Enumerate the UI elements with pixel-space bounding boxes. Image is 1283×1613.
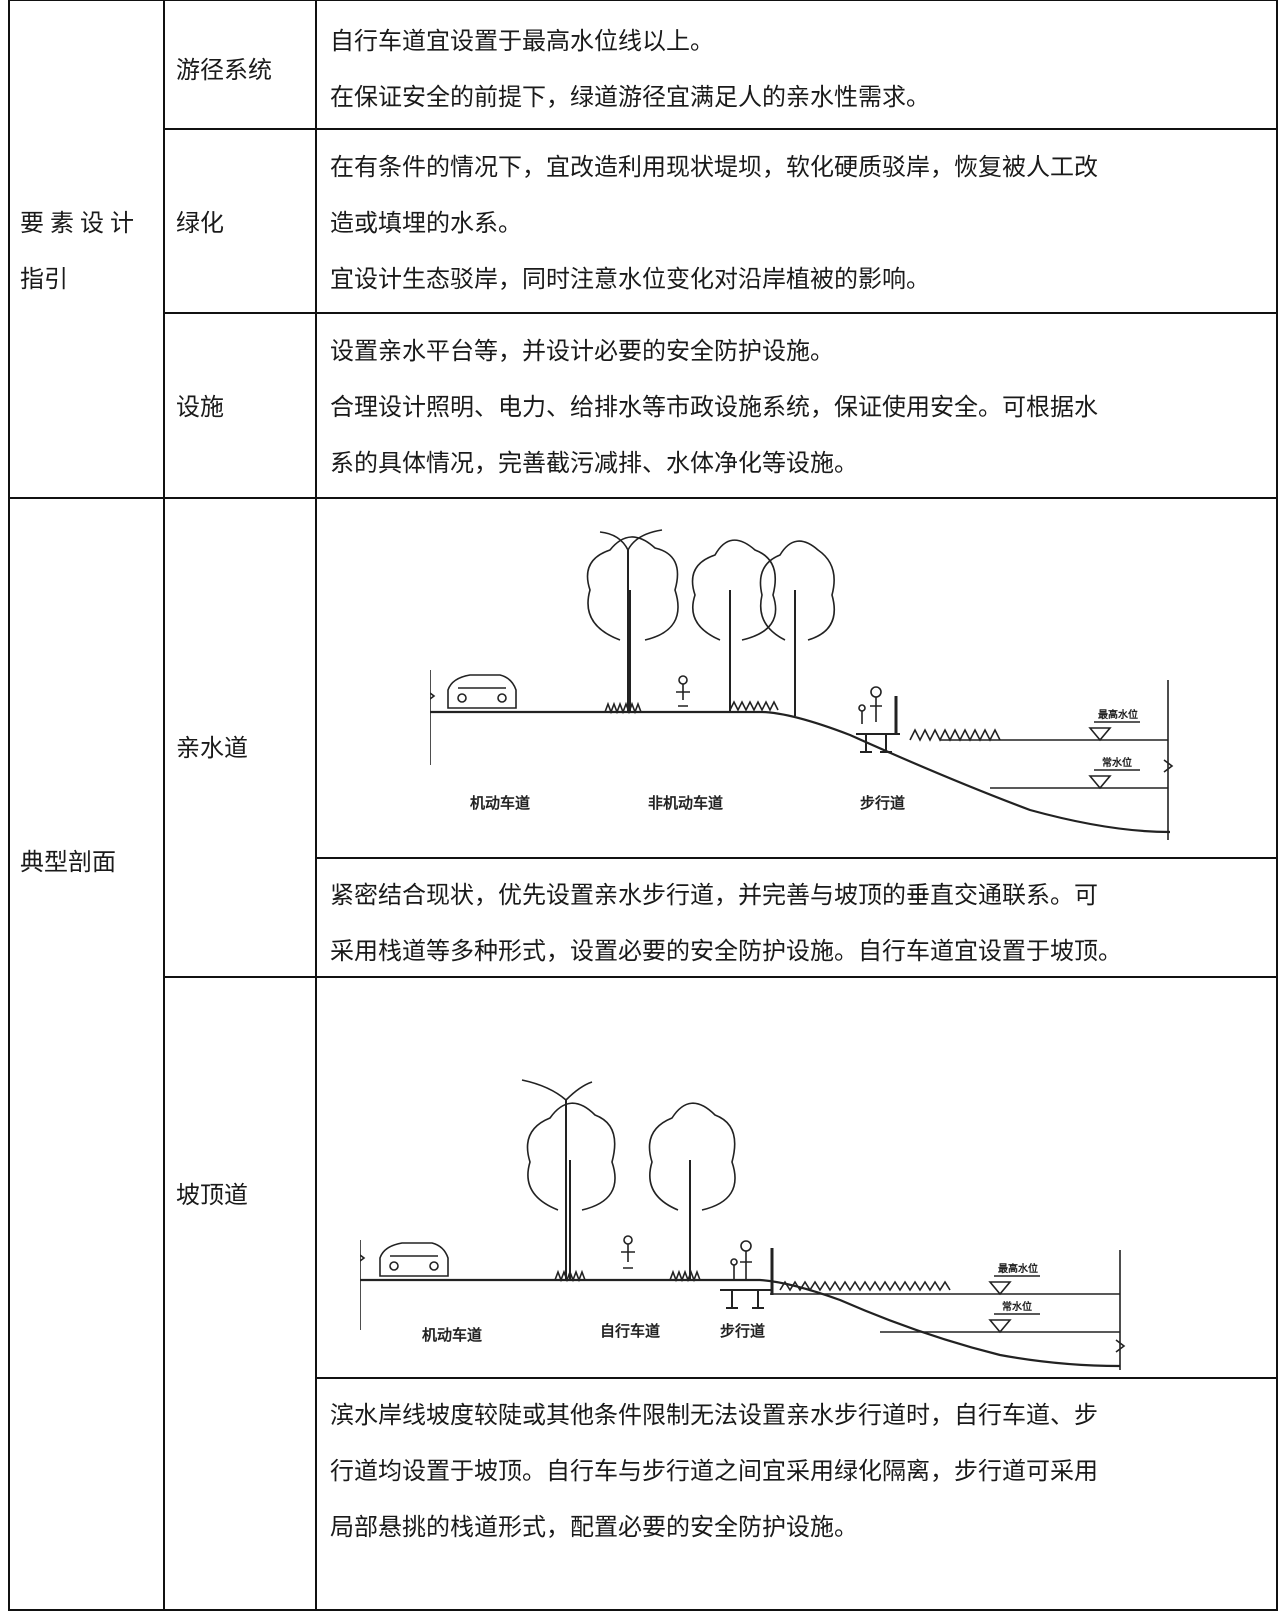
lane-label: 步行道 <box>720 1322 765 1340</box>
section-description: 采用栈道等多种形式，设置必要的安全防护设施。自行车道宜设置于坡顶。 <box>330 937 1122 965</box>
tree-icon <box>586 536 679 712</box>
row-divider <box>165 128 1278 130</box>
guideline-text: 在有条件的情况下，宜改造利用现状堤坝，软化硬质驳岸，恢复被人工改 <box>330 153 1098 181</box>
row-name: 坡顶道 <box>176 1181 248 1209</box>
pedestrian-icon <box>730 1240 774 1295</box>
row-divider <box>317 1377 1278 1379</box>
car-icon <box>379 1242 449 1277</box>
tree-icon <box>648 1102 736 1280</box>
slope-top-path-section-figure: 最高水位 常水位 机动车道 自行车道 步行道 <box>360 990 1160 1370</box>
guideline-text: 合理设计照明、电力、给排水等市政设施系统，保证使用安全。可根据水 <box>330 393 1098 421</box>
waterside-path-section-figure: 最高水位 常水位 机动车道 非机动车道 步行道 <box>430 520 1210 840</box>
row-name: 亲水道 <box>176 734 248 762</box>
tree-icon <box>759 540 836 716</box>
section-description: 滨水岸线坡度较陡或其他条件限制无法设置亲水步行道时，自行车道、步 <box>330 1401 1098 1429</box>
lane-label: 机动车道 <box>470 794 530 812</box>
high-water-label: 最高水位 <box>998 1262 1038 1275</box>
lane-label: 自行车道 <box>600 1322 660 1340</box>
section-label: 要素设计 <box>20 209 140 237</box>
row-divider <box>317 857 1278 859</box>
row-name: 设施 <box>176 393 224 421</box>
cyclist-icon <box>621 1235 635 1269</box>
pedestrian-icon <box>858 686 898 735</box>
section-drawing: 最高水位 常水位 机动车道 自行车道 步行道 <box>360 1079 1126 1370</box>
lane-label: 机动车道 <box>422 1326 482 1344</box>
car-icon <box>447 674 517 709</box>
section-description: 行道均设置于坡顶。自行车与步行道之间宜采用绿化隔离，步行道可采用 <box>330 1457 1098 1485</box>
row-name: 绿化 <box>176 209 224 237</box>
normal-water-label: 常水位 <box>1102 756 1132 769</box>
normal-water-label: 常水位 <box>1002 1300 1032 1313</box>
lane-label: 步行道 <box>860 794 905 812</box>
section-label: 指引 <box>20 265 68 293</box>
table-bottom-border <box>8 1609 1278 1611</box>
column-divider <box>163 0 165 1611</box>
section-description: 局部悬挑的栈道形式，配置必要的安全防护设施。 <box>330 1513 858 1541</box>
table-left-border <box>8 0 10 1611</box>
table-top-border <box>8 0 1278 1</box>
guideline-text: 设置亲水平台等，并设计必要的安全防护设施。 <box>330 337 834 365</box>
guideline-text: 自行车道宜设置于最高水位线以上。 <box>330 27 714 55</box>
section-divider <box>8 497 1278 499</box>
high-water-label: 最高水位 <box>1098 708 1138 721</box>
table-right-border <box>1276 0 1278 1611</box>
guideline-text: 在保证安全的前提下，绿道游径宜满足人的亲水性需求。 <box>330 83 930 111</box>
tree-icon <box>526 1102 616 1280</box>
lane-label: 非机动车道 <box>648 794 723 812</box>
section-label: 典型剖面 <box>20 848 116 876</box>
section-drawing: 最高水位 常水位 机动车道 非机动车道 步行道 <box>430 529 1174 840</box>
guideline-text: 宜设计生态驳岸，同时注意水位变化对沿岸植被的影响。 <box>330 265 930 293</box>
row-divider <box>165 976 1278 978</box>
column-divider <box>315 0 317 1611</box>
section-description: 紧密结合现状，优先设置亲水步行道，并完善与坡顶的垂直交通联系。可 <box>330 881 1098 909</box>
row-name: 游径系统 <box>176 56 272 84</box>
tree-icon <box>691 539 777 712</box>
guideline-text: 系的具体情况，完善截污减排、水体净化等设施。 <box>330 449 858 477</box>
guideline-text: 造或填埋的水系。 <box>330 209 522 237</box>
row-divider <box>165 312 1278 314</box>
cyclist-icon <box>676 675 690 707</box>
